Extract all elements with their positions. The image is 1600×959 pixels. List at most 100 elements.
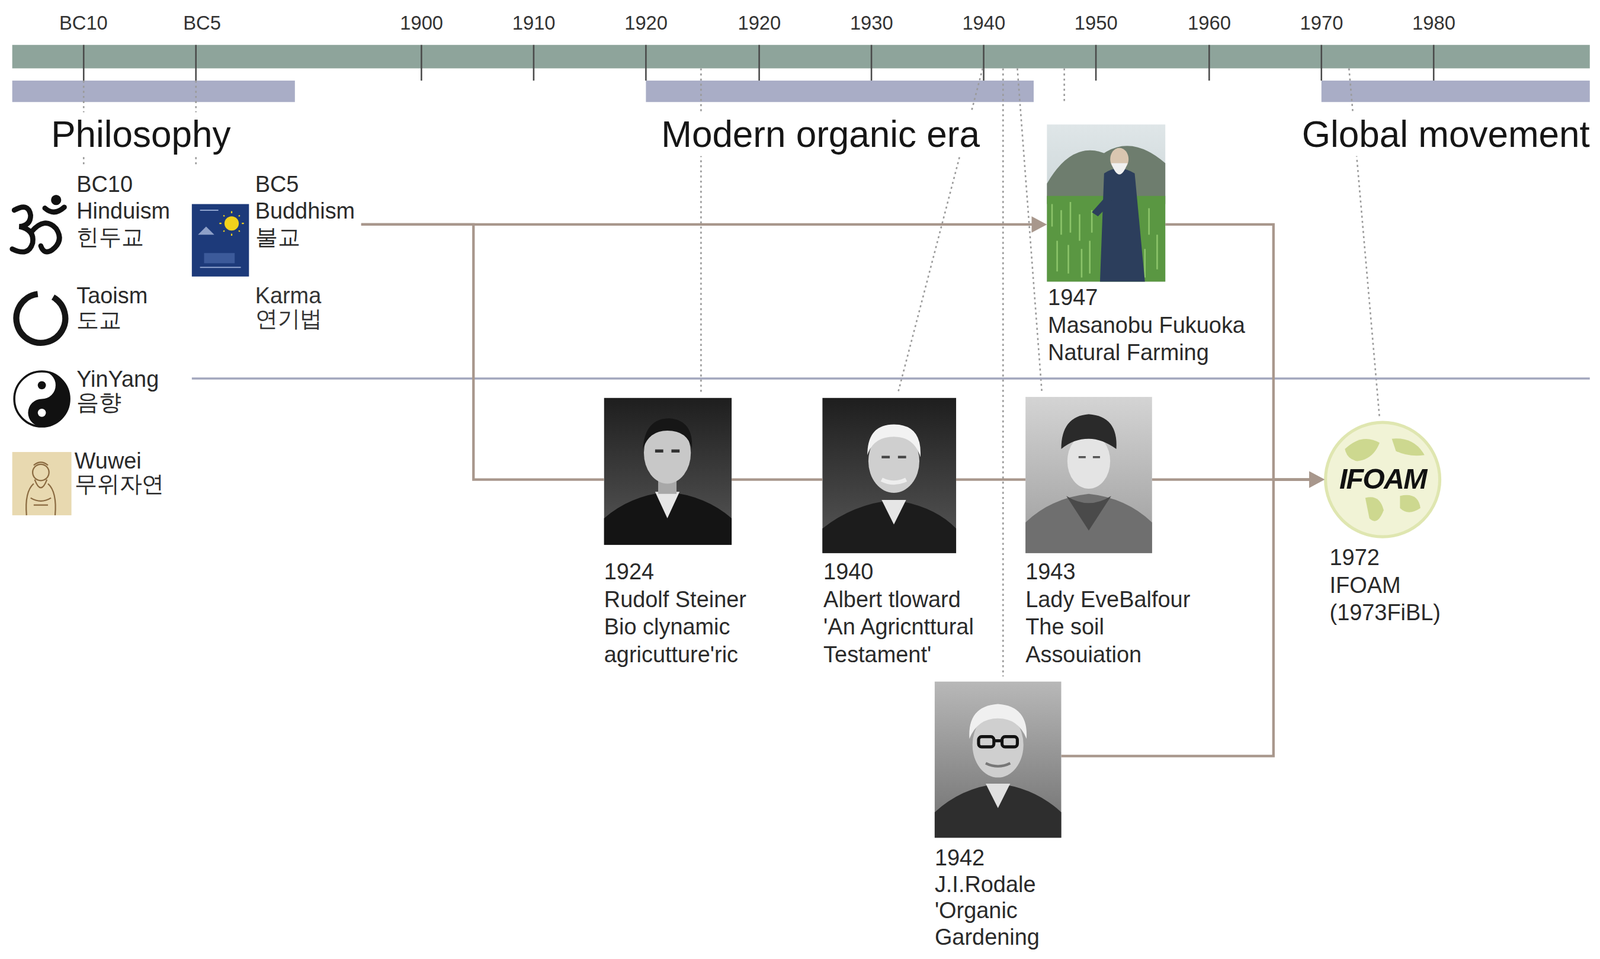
caption-text: 'Organic [934,898,1040,925]
ifoam-logo [1325,422,1441,537]
text-group: Taoism도교 [76,283,148,333]
om-symbol [12,197,65,252]
text-group: 1942J.I.Rodale'OrganicGardening [934,844,1040,951]
text-group: Wuwei무위자연 [74,449,165,496]
axis-label: 1980 [1412,10,1456,35]
era-bars [12,80,1590,102]
buddhism-book [191,204,249,277]
concept-label: Karma [255,282,322,310]
axis-label: 1900 [399,10,444,35]
text-group: 1943Lady EveBalfourThe soilAssouiation [1025,558,1191,669]
enso-symbol [7,284,75,352]
axis-label: BC10 [59,10,108,35]
axis-label: BC5 [183,10,221,35]
text-group: IFOAM [1339,464,1427,496]
caption-text: 1942 [934,844,1040,872]
caption-text: agricutture'ric [604,640,747,669]
text-group: 1972IFOAM(1973FiBL) [1329,543,1441,627]
photo-node: 1943Lady EveBalfourThe soilAssouiation [1025,396,1153,554]
connector [361,224,605,480]
caption-text: 1972 [1329,543,1441,572]
caption-text: Lady EveBalfour [1025,585,1191,614]
fukuoka-photo [1046,124,1166,282]
caption-text: The soil [1025,613,1191,641]
axis-label: 1910 [512,10,556,35]
arrow-head [1031,216,1048,233]
caption-text: BC5 [255,171,356,198]
text-group: BC10Hinduism힌두교 [76,171,171,251]
caption-text: Taoism [76,283,148,309]
caption-text: Masanobu Fukuoka [1047,310,1246,339]
section-title: Global movement [1297,111,1595,156]
caption-text: 1924 [604,558,747,586]
axis-label: 1930 [850,10,894,35]
caption-text: Bio clynamic [604,613,747,641]
caption-text: Hinduism [76,197,171,225]
caption-text: Buddhism [255,197,356,225]
connector [731,479,823,481]
photo-node: 1942J.I.Rodale'OrganicGardening [934,681,1062,839]
caption-text: 1943 [1025,558,1191,586]
caption-text: YinYang [76,367,159,391]
connector [956,479,1026,481]
connector [1060,471,1324,757]
philosophy-item: BC10Hinduism힌두교 [5,169,177,264]
connector-line [956,478,1026,481]
caption-text: Assouiation [1025,640,1191,669]
caption-text: 도교 [76,308,148,333]
caption-text: J.I.Rodale [934,871,1040,899]
philosophy-item: Taoism도교 [10,283,155,349]
axis-label: 1960 [1187,10,1231,35]
yinyang-symbol [14,371,70,427]
caption-text: Natural Farming [1047,338,1246,367]
axis-label: 1940 [962,10,1006,35]
steiner-photo [604,398,732,545]
philosophy-item: BC5Buddhism불교 [191,169,362,278]
philosophy-item: Wuwei무위자연 [10,449,171,517]
yinyang-line [191,377,1590,380]
section-title: Modern organic era [656,111,984,156]
howard-photo [822,398,957,554]
connector-line [731,478,823,481]
text-group: YinYang음향 [76,367,159,415]
photo-node: 1947Masanobu FukuokaNatural Farming [1046,124,1166,282]
connector-line [361,224,605,480]
wuwei-portrait [12,451,72,516]
arrow-head [1309,471,1325,489]
caption-text: 1940 [823,558,974,586]
caption-text: BC10 [76,171,171,198]
rodale-photo [934,681,1062,839]
caption-text: (1973FiBL) [1329,598,1441,627]
caption-text: IFOAM [1329,571,1441,600]
timeline-bar [12,45,1590,69]
text-group: 1940Albert tloward'An AgricntturalTestam… [823,558,974,669]
photo-node: 1924Rudolf SteinerBio clynamicagricuttur… [604,398,732,545]
caption-text: 불교 [255,224,356,252]
caption-text: 무위자연 [74,472,165,497]
caption-text: 'An Agricnttural [823,613,974,641]
section-title: Philosophy [46,111,235,156]
text-group: 1947Masanobu FukuokaNatural Farming [1047,283,1246,367]
text-group: BC5Buddhism불교 [255,171,356,251]
caption-text: Albert tloward [823,585,974,614]
balfour-photo [1025,396,1153,554]
caption-text: 1947 [1047,283,1246,312]
timeline-ticks [83,45,1434,81]
caption-text: Wuwei [74,449,165,473]
concept-label: 연기법 [255,306,323,333]
axis-label: 1950 [1074,10,1118,35]
axis-label: 1920 [624,10,668,35]
caption-text: Gardening [934,924,1040,952]
logo-node: IFOAM1972IFOAM(1973FiBL) [1324,421,1441,538]
philosophy-item: YinYang음향 [12,367,166,431]
axis-label: 1920 [737,10,781,35]
caption-text: Rudolf Steiner [604,585,747,614]
caption-text: 음향 [76,390,159,415]
text-group: 1924Rudolf SteinerBio clynamicagricuttur… [604,558,747,669]
leader-lines [83,68,1380,677]
arrow-head [1309,471,1325,489]
caption-text: 힌두교 [76,224,171,252]
caption-text: Testament' [823,640,974,669]
